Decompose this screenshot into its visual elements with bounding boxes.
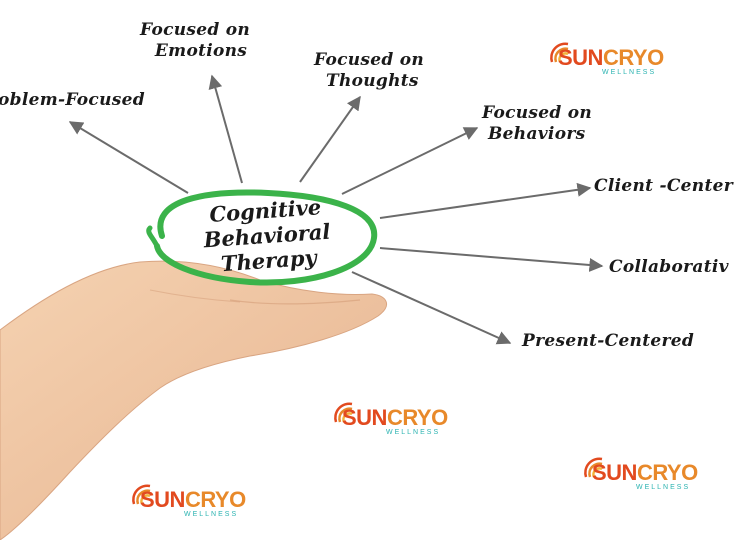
logo-brand-sun: SUN bbox=[558, 45, 603, 70]
label-thoughts: Focused on Thoughts bbox=[314, 50, 424, 92]
label-client-centered: Client -Center bbox=[594, 176, 733, 196]
label-behaviors: Focused on Behaviors bbox=[482, 103, 592, 145]
arrows bbox=[68, 74, 604, 345]
arrow-behaviors bbox=[341, 127, 479, 195]
arrow-thoughts bbox=[299, 95, 361, 183]
hand-illustration bbox=[0, 260, 387, 540]
logo-brand-cryo: CRYO bbox=[636, 460, 698, 485]
logo-subtitle: WELLNESS bbox=[184, 511, 239, 518]
label-emotions-line2: Emotions bbox=[154, 41, 248, 61]
logo-brand-sun: SUN bbox=[140, 487, 185, 512]
sun-arcs-icon bbox=[550, 42, 569, 63]
arrow-present-centered bbox=[351, 271, 512, 345]
logo-brand-cryo: CRYO bbox=[386, 405, 448, 430]
label-emotions-line1: Focused on bbox=[140, 20, 251, 40]
label-problem-focused: oblem-Focused bbox=[0, 90, 145, 110]
sun-arcs-icon bbox=[334, 402, 353, 423]
arrow-client-centered bbox=[379, 182, 592, 219]
suncryo-logo-watermark: SUNCRYO WELLNESS bbox=[580, 453, 700, 497]
arrow-problem-focused bbox=[68, 121, 189, 194]
label-thoughts-line1: Focused on bbox=[314, 50, 425, 70]
center-title: Cognitive Behavioral Therapy bbox=[170, 191, 365, 279]
center-ellipse bbox=[146, 189, 378, 286]
label-emotions: Focused on Emotions bbox=[140, 20, 250, 62]
sun-arcs-icon bbox=[584, 457, 603, 478]
logo-brand-sun: SUN bbox=[342, 405, 387, 430]
suncryo-logo-watermark: SUNCRYO WELLNESS bbox=[330, 398, 450, 442]
label-present-centered: Present-Centered bbox=[522, 331, 695, 351]
suncryo-logo-watermark: SUNCRYO WELLNESS bbox=[128, 480, 248, 524]
label-behaviors-line1: Focused on bbox=[482, 103, 593, 123]
suncryo-logo-watermark: SUNCRYO WELLNESS bbox=[546, 38, 666, 82]
logo-subtitle: WELLNESS bbox=[386, 429, 441, 436]
logo-brand-cryo: CRYO bbox=[602, 45, 664, 70]
arrow-collaborative bbox=[379, 247, 604, 272]
label-collaborative: Collaborativ bbox=[609, 257, 729, 277]
label-thoughts-line2: Thoughts bbox=[326, 71, 419, 91]
label-behaviors-line2: Behaviors bbox=[488, 124, 586, 144]
arrow-emotions bbox=[208, 74, 243, 184]
logo-brand-cryo: CRYO bbox=[184, 487, 246, 512]
logo-subtitle: WELLNESS bbox=[602, 69, 657, 76]
logo-brand-sun: SUN bbox=[592, 460, 637, 485]
logo-subtitle: WELLNESS bbox=[636, 484, 691, 491]
sun-arcs-icon bbox=[132, 484, 151, 505]
